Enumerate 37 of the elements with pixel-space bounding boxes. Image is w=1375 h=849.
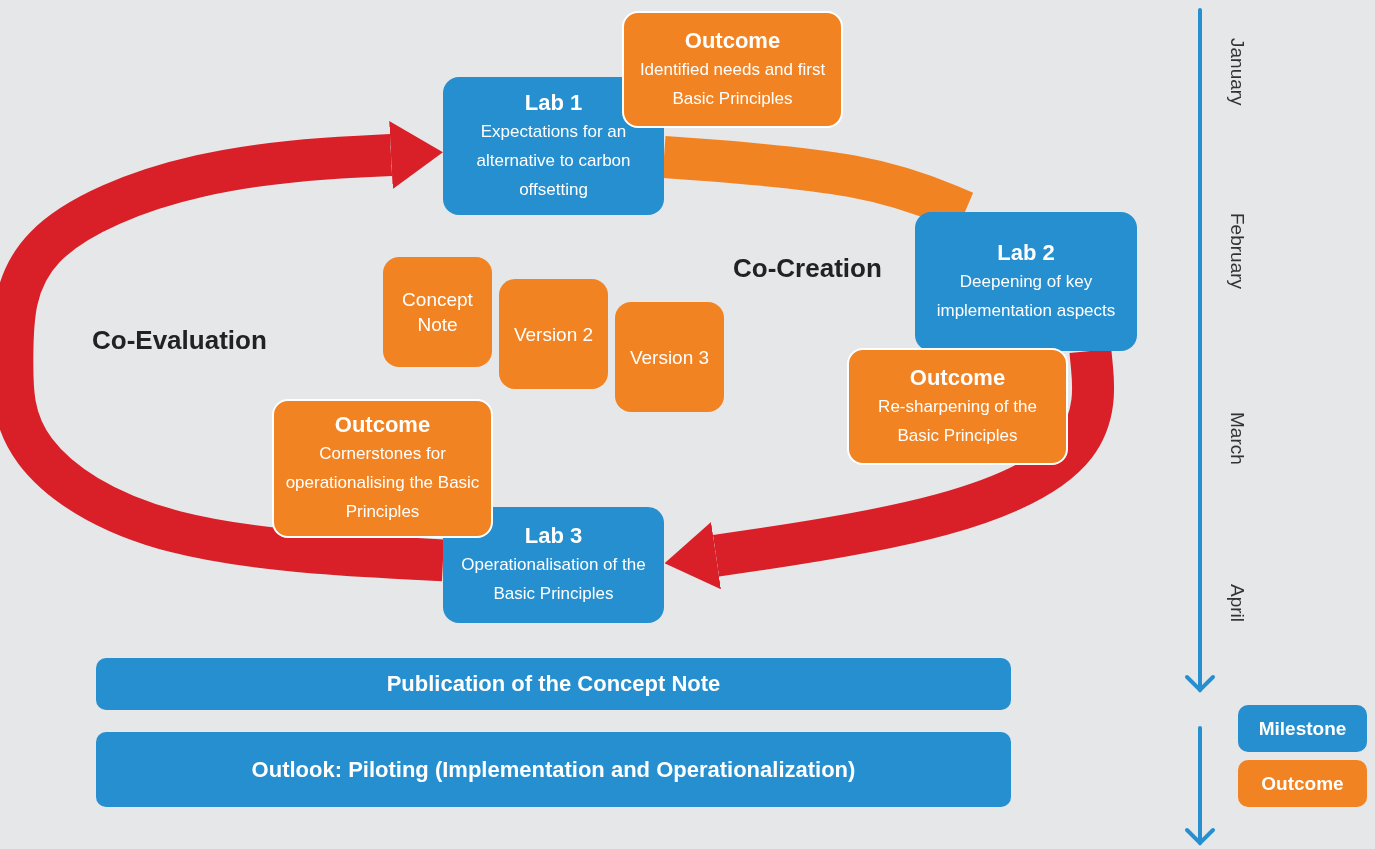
legend-badge: Outcome [1238,760,1367,807]
box-title: Outcome [684,26,781,55]
box-text: Operationalisation of the Basic Principles [460,554,647,605]
box-text: Deepening of key implementation aspects [935,270,1117,322]
document-version-box [615,302,724,412]
milestone-bar [96,732,1011,807]
box-title: Lab 3 [524,522,583,550]
ribbon-arrow [0,121,445,582]
document-version-box [499,279,608,389]
milestone-bar [96,658,1011,710]
box-text: Concept Note [401,288,474,337]
box-title: Lab 1 [524,88,583,117]
milestone-box [443,77,664,215]
box-text: Re-sharpening of the Basic Principles [877,395,1038,447]
outcome-box [622,11,843,128]
box-text: Expectations for an alternative to carbon offsetting [475,120,632,201]
month-label: January [1226,38,1248,106]
box-text: Version 2 [513,322,594,347]
bar-title: Publication of the Concept Note [386,671,721,697]
month-label: February [1226,213,1248,290]
box-text: Version 3 [629,345,710,370]
bar-title: Outlook: Piloting (Implementation and Operationalization) [251,756,856,783]
box-title: Outcome [909,363,1006,392]
month-label: April [1226,584,1248,622]
milestone-box [915,212,1137,351]
phase-label: Co-Creation [733,253,882,284]
box-title: Lab 2 [997,238,1055,267]
outcome-box [272,399,493,538]
month-label: March [1226,412,1248,465]
phase-label: Co-Evaluation [92,325,267,356]
legend-badge: Milestone [1238,705,1367,752]
box-text: Identified needs and first Basic Principles [638,58,827,110]
document-version-box [383,257,492,367]
box-title: Outcome [334,411,431,439]
outcome-box [847,348,1068,465]
milestone-box [443,507,664,623]
box-text: Cornerstones for operationalising the Basic Principles [284,443,481,523]
